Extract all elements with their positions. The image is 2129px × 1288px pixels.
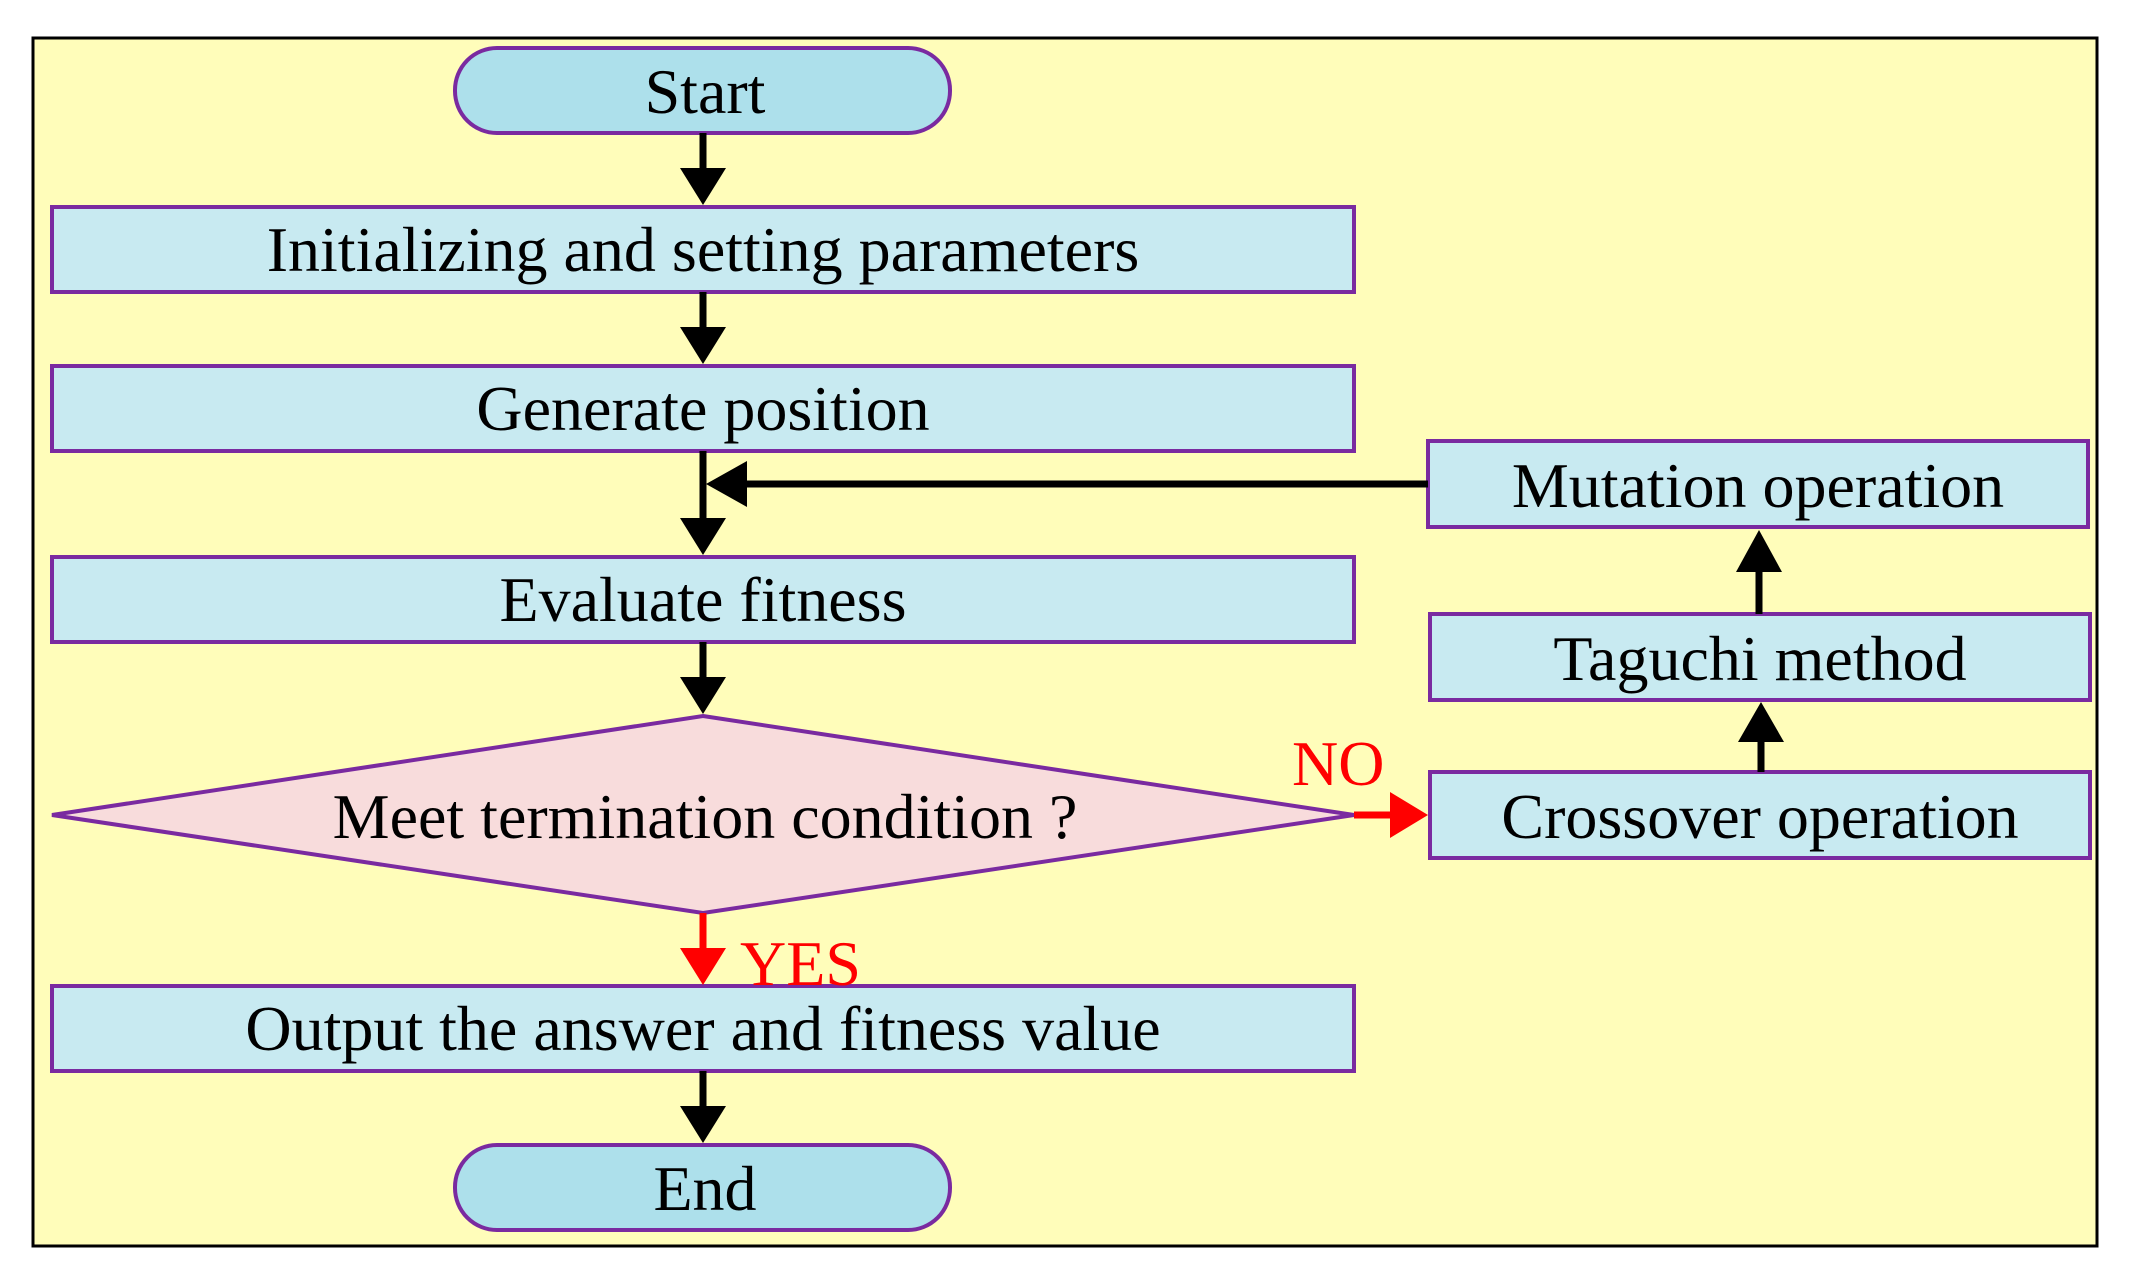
mutation-label: Mutation operation: [1512, 450, 2004, 521]
taguchi-node: Taguchi method: [1428, 612, 2092, 702]
generate-label: Generate position: [476, 373, 929, 444]
mutation-node: Mutation operation: [1426, 439, 2090, 529]
arrow-start-to-init: [680, 133, 726, 205]
decision-label: Meet termination condition ?: [333, 781, 1078, 852]
arrow-generate-to-evaluate: [680, 451, 726, 555]
arrow-no-branch: [1354, 792, 1428, 838]
output-label: Output the answer and fitness value: [245, 993, 1160, 1064]
crossover-label: Crossover operation: [1501, 781, 2018, 852]
main-flow-arrows: [680, 133, 1784, 1143]
arrow-evaluate-to-decision: [680, 642, 726, 714]
output-node: Output the answer and fitness value: [50, 984, 1356, 1073]
branch-arrows: [680, 792, 1428, 985]
crossover-node: Crossover operation: [1428, 770, 2092, 860]
arrow-crossover-to-taguchi: [1738, 702, 1784, 772]
start-node: Start: [453, 46, 952, 135]
arrow-init-to-generate: [680, 292, 726, 364]
end-node: End: [453, 1143, 952, 1232]
arrow-taguchi-to-mutation: [1736, 530, 1782, 614]
init-node: Initializing and setting parameters: [50, 205, 1356, 294]
init-label: Initializing and setting parameters: [267, 214, 1140, 285]
evaluate-label: Evaluate fitness: [500, 564, 907, 635]
no-label: NO: [1292, 728, 1384, 799]
generate-node: Generate position: [50, 364, 1356, 453]
end-label: End: [653, 1153, 756, 1224]
yes-label: YES: [740, 928, 861, 999]
arrow-yes-branch: [680, 913, 726, 985]
taguchi-label: Taguchi method: [1553, 623, 1966, 694]
start-label: Start: [645, 56, 766, 127]
arrow-mutation-to-main: [706, 461, 1428, 507]
evaluate-node: Evaluate fitness: [50, 555, 1356, 644]
arrow-output-to-end: [680, 1071, 726, 1143]
